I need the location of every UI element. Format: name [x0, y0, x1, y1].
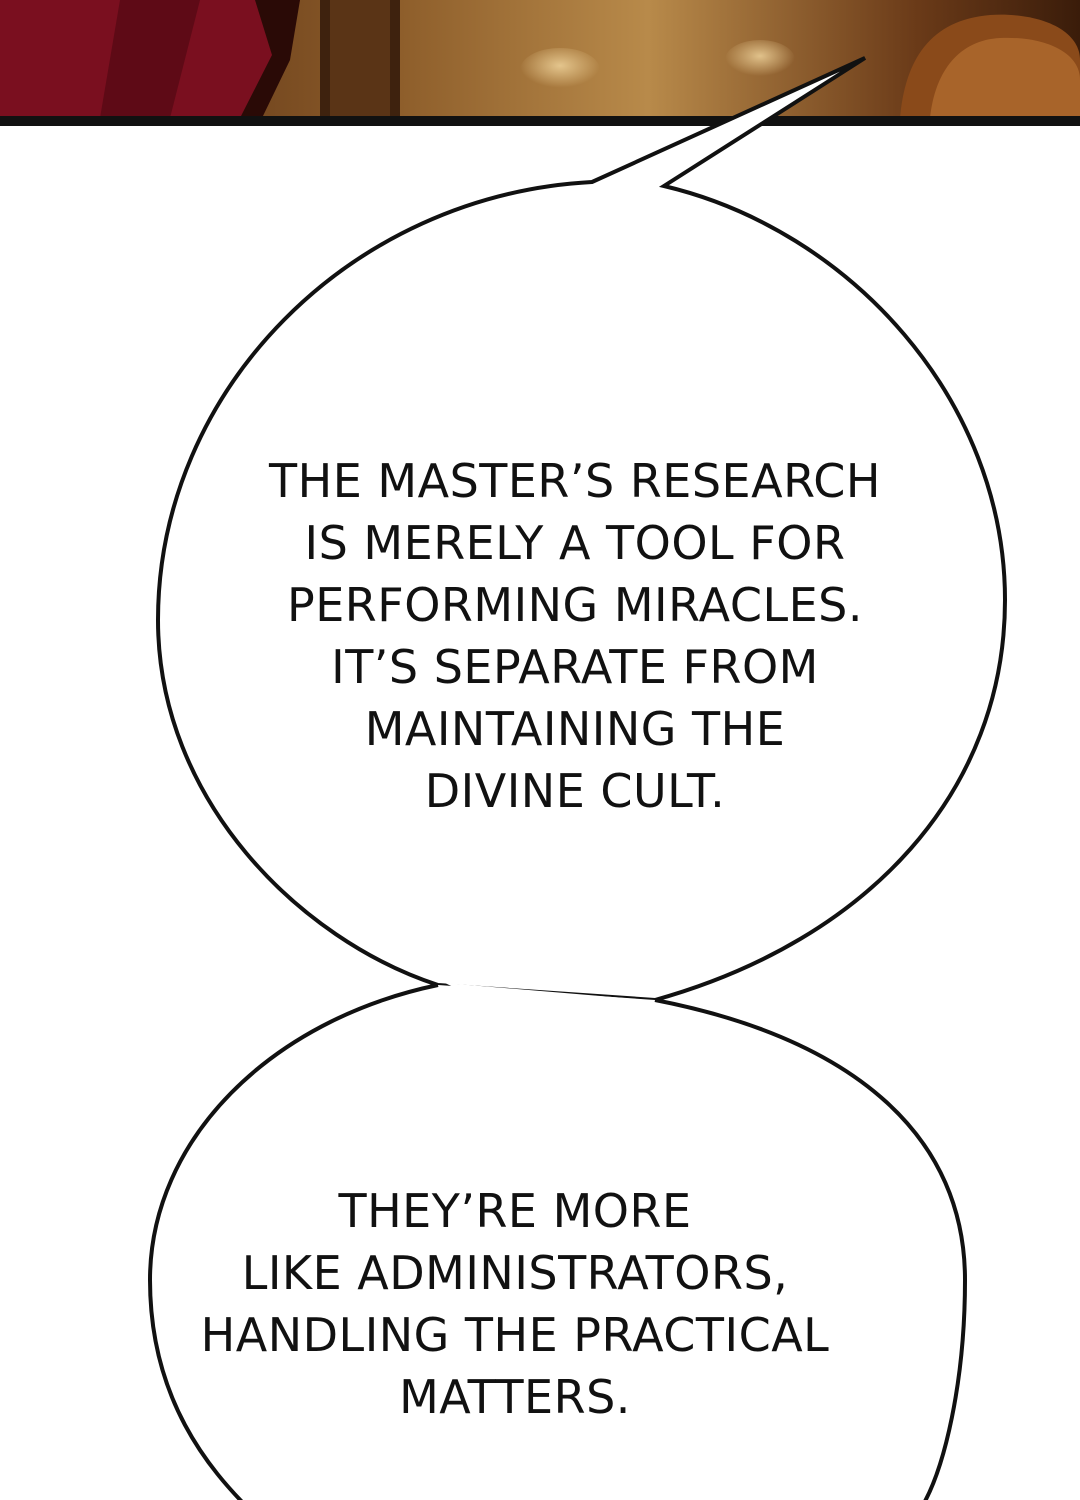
bubble-1-line-4: IT’S SEPARATE FROM	[331, 640, 819, 694]
speech-bubble-1-text: THE MASTER’S RESEARCH IS MERELY A TOOL F…	[250, 450, 900, 822]
bubble-1-line-1: THE MASTER’S RESEARCH	[269, 454, 881, 508]
speech-bubble-2	[147, 983, 968, 1500]
bubble-2-line-4: MATTERS.	[399, 1370, 631, 1424]
art-panel	[0, 0, 1080, 126]
bubble-1-line-6: DIVINE CULT.	[424, 764, 726, 818]
bubble-1-line-2: IS MERELY A TOOL FOR	[304, 516, 846, 570]
speech-bubble-2-text: THEY’RE MORE LIKE ADMINISTRATORS, HANDLI…	[190, 1180, 840, 1428]
bubble-1-line-3: PERFORMING MIRACLES.	[287, 578, 863, 632]
bubble-2-line-2: LIKE ADMINISTRATORS,	[241, 1246, 789, 1300]
bubble-1-line-5: MAINTAINING THE	[364, 702, 786, 756]
bubble-2-line-3: HANDLING THE PRACTICAL	[200, 1308, 830, 1362]
bubble-2-line-1: THEY’RE MORE	[338, 1184, 692, 1238]
